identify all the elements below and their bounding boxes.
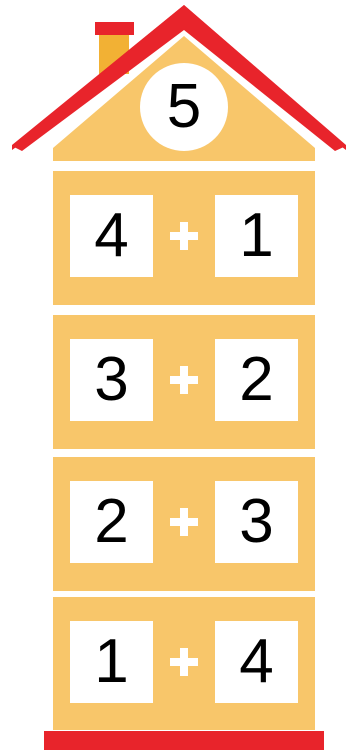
total-number: 5: [167, 76, 201, 138]
right-addend: 2: [239, 349, 273, 411]
right-addend: 3: [239, 491, 273, 553]
chimney-cap: [95, 22, 134, 35]
left-addend: 4: [94, 205, 128, 267]
right-addend: 1: [239, 205, 273, 267]
left-addend: 1: [94, 631, 128, 693]
right-addend: 4: [239, 631, 273, 693]
floor-3: 2 3: [53, 457, 315, 591]
right-addend-box: 3: [215, 481, 298, 563]
total-number-circle: 5: [140, 63, 228, 151]
left-addend-box: 3: [70, 339, 153, 421]
left-addend: 2: [94, 491, 128, 553]
floor-2: 3 2: [53, 315, 315, 449]
left-addend: 3: [94, 349, 128, 411]
house-base: [44, 731, 324, 750]
floor-1: 4 1: [53, 171, 315, 305]
floor-4: 1 4: [53, 597, 315, 730]
right-addend-box: 1: [215, 195, 298, 277]
plus-icon: [170, 648, 198, 676]
plus-icon: [170, 508, 198, 536]
plus-icon: [170, 222, 198, 250]
plus-icon: [170, 366, 198, 394]
right-addend-box: 4: [215, 621, 298, 703]
left-addend-box: 2: [70, 481, 153, 563]
left-addend-box: 1: [70, 621, 153, 703]
left-addend-box: 4: [70, 195, 153, 277]
right-addend-box: 2: [215, 339, 298, 421]
